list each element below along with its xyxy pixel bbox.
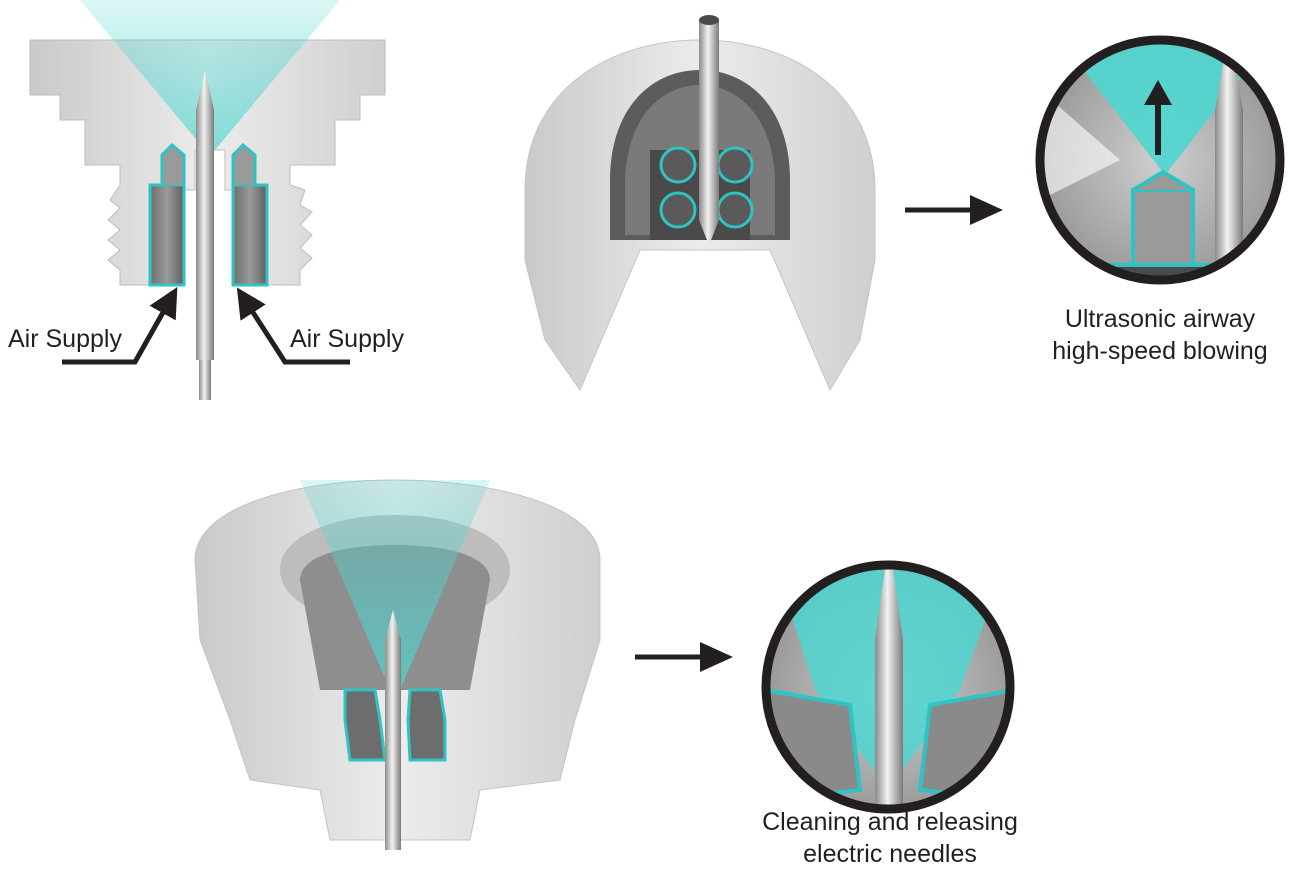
caption-ultrasonic-airway: Ultrasonic airway high-speed blowing — [1020, 303, 1290, 367]
caption-line: Cleaning and releasing — [730, 806, 1050, 838]
arrow-right-icon — [635, 642, 733, 672]
cutaway-3d-bottom — [195, 480, 600, 850]
caption-line: electric needles — [730, 838, 1050, 870]
zoom-circle-bottom — [760, 540, 1020, 820]
arrow-right-icon — [905, 195, 1003, 225]
zoom-circle-top — [1030, 30, 1290, 290]
air-supply-left-label: Air Supply — [8, 323, 122, 355]
air-supply-right-label: Air Supply — [290, 323, 404, 355]
caption-cleaning-needles: Cleaning and releasing electric needles — [730, 806, 1050, 870]
caption-line: high-speed blowing — [1020, 335, 1290, 367]
caption-line: Ultrasonic airway — [1020, 303, 1290, 335]
cutaway-3d-top — [525, 15, 875, 390]
